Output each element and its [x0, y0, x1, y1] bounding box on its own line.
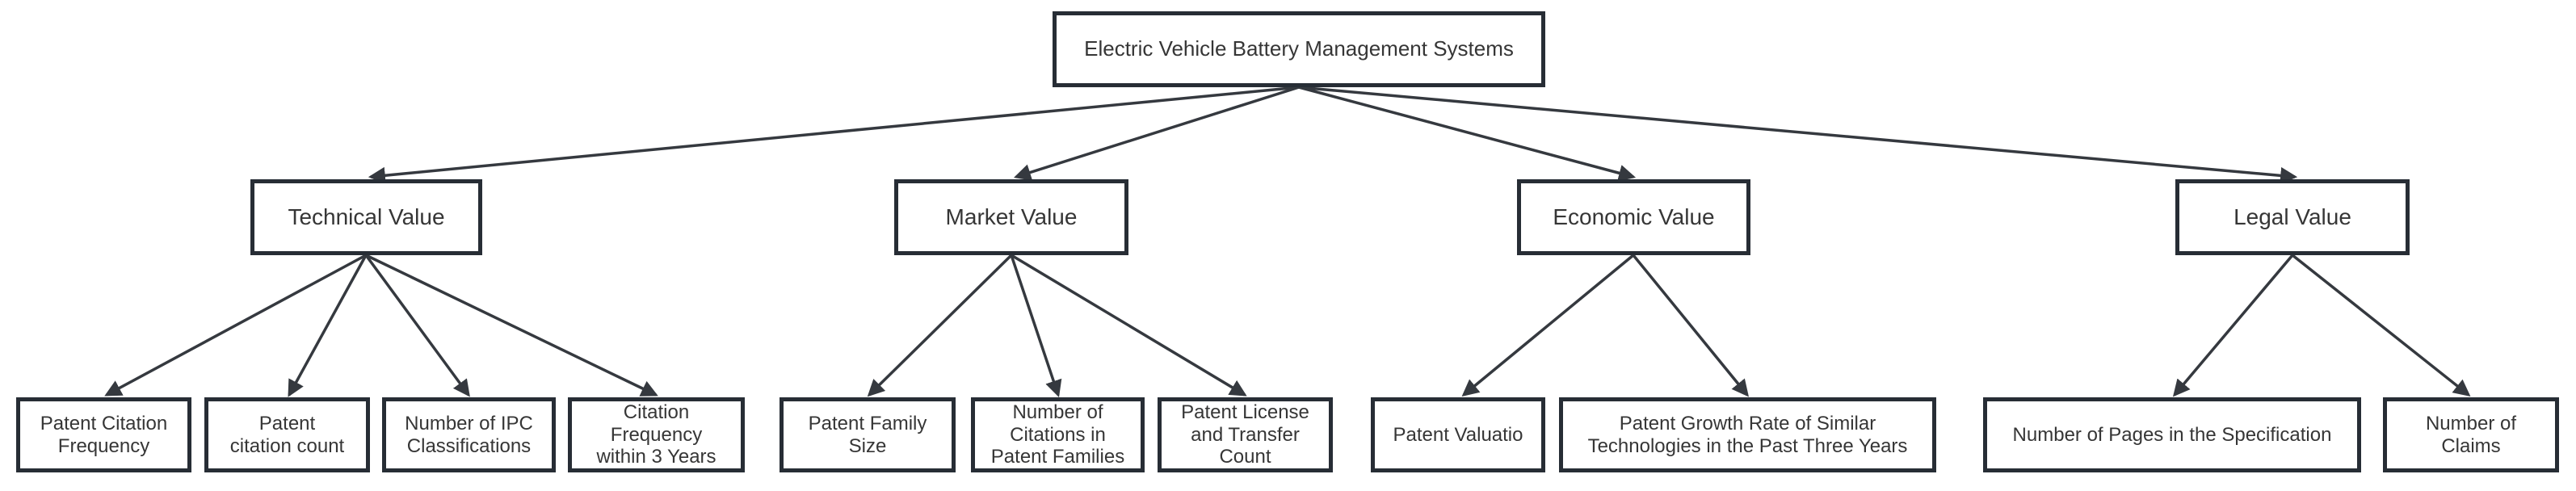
node-label: Technical Value: [288, 204, 445, 229]
edge-market-citations: [1010, 254, 1062, 397]
edge-root-legal: [1298, 86, 2298, 184]
node-label: Patent Growth Rate of Similar Technologi…: [1587, 412, 1908, 457]
edge-root-market: [1013, 86, 1300, 181]
edge-legal-claims: [2291, 254, 2471, 397]
edge-economic-growth-rate: [1632, 254, 1749, 397]
node-root: Electric Vehicle Battery Management Syst…: [1053, 11, 1545, 87]
node-patent-growth-rate-similar-technologies: Patent Growth Rate of Similar Technologi…: [1559, 397, 1936, 472]
edge-technical-3years: [365, 254, 658, 397]
node-label: Number of Citations in Patent Families: [990, 401, 1125, 468]
edge-market-family-size: [867, 254, 1013, 397]
node-citations-in-patent-families: Number of Citations in Patent Families: [971, 397, 1145, 472]
node-label: Patent Family Size: [808, 412, 927, 457]
node-label: Patent Valuatio: [1393, 423, 1523, 446]
node-patent-license-transfer-count: Patent License and Transfer Count: [1158, 397, 1333, 472]
node-pages-in-specification: Number of Pages in the Specification: [1983, 397, 2361, 472]
node-label: Legal Value: [2234, 204, 2351, 229]
edge-economic-valuation: [1461, 254, 1635, 397]
node-patent-citation-frequency: Patent Citation Frequency: [16, 397, 191, 472]
node-number-of-ipc-classifications: Number of IPC Classifications: [382, 397, 556, 472]
edge-technical-citation-count: [288, 254, 368, 397]
node-patent-citation-count: Patent citation count: [204, 397, 370, 472]
edge-root-technical: [368, 86, 1300, 184]
node-label: Economic Value: [1553, 204, 1715, 229]
node-technical-value: Technical Value: [250, 179, 482, 255]
node-label: Patent License and Transfer Count: [1181, 401, 1309, 468]
node-label: Market Value: [945, 204, 1078, 229]
node-label: Citation Frequency within 3 Years: [596, 401, 716, 468]
node-label: Patent citation count: [229, 412, 345, 457]
edge-root-economic: [1298, 86, 1637, 182]
node-label: Electric Vehicle Battery Management Syst…: [1084, 36, 1514, 61]
node-label: Number of IPC Classifications: [405, 412, 533, 457]
node-market-value: Market Value: [894, 179, 1128, 255]
edge-legal-pages: [2172, 254, 2294, 397]
node-legal-value: Legal Value: [2175, 179, 2410, 255]
edge-technical-citation-frequency: [104, 254, 367, 397]
node-label: Patent Citation Frequency: [40, 412, 168, 457]
node-number-of-claims: Number of Claims: [2383, 397, 2559, 472]
node-citation-frequency-within-3-years: Citation Frequency within 3 Years: [568, 397, 745, 472]
node-label: Number of Claims: [2425, 412, 2517, 457]
node-patent-valuation: Patent Valuatio: [1371, 397, 1545, 472]
node-patent-family-size: Patent Family Size: [780, 397, 956, 472]
edge-technical-ipc: [364, 254, 470, 397]
edge-market-license: [1011, 254, 1247, 397]
node-economic-value: Economic Value: [1517, 179, 1750, 255]
node-label: Number of Pages in the Specification: [2012, 423, 2332, 446]
